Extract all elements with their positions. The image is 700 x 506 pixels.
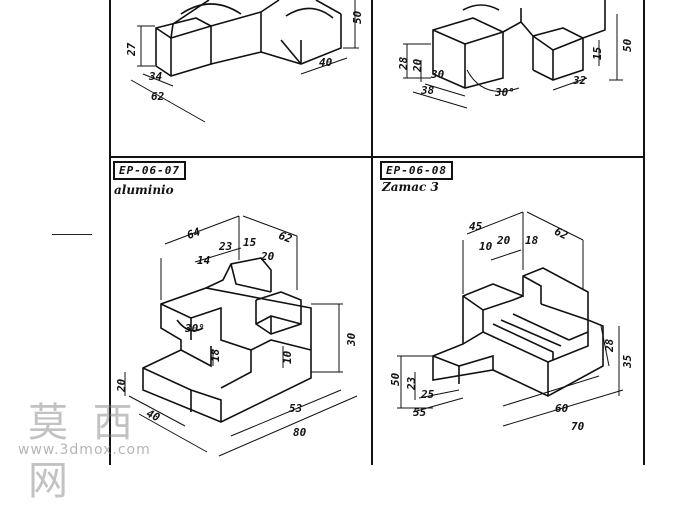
material-label: Zamac 3: [382, 180, 439, 194]
dim-label: 10: [479, 240, 493, 253]
dimension-lines-top-left: [130, 0, 359, 123]
dim-label: 28: [397, 56, 410, 71]
dim-label: 62: [277, 229, 294, 246]
dim-label: 18: [209, 348, 222, 362]
dim-label: 40: [144, 407, 162, 425]
dim-label: 60: [555, 402, 569, 415]
dim-label: 23: [405, 376, 418, 391]
dim-label: 64: [185, 225, 202, 242]
dim-label: 15: [591, 46, 604, 60]
dim-label: 20: [496, 234, 511, 247]
dim-label: 30: [345, 332, 358, 347]
dim-label: 32: [572, 74, 587, 87]
part-drawing-bottom-left: [142, 257, 312, 423]
dim-label: 15: [243, 236, 257, 249]
dim-label: 38: [420, 84, 435, 97]
dim-label: 20: [411, 58, 424, 73]
drawing-sheet: 27 34 62 50 40 28: [0, 0, 645, 504]
part-code-label: EP-06-08: [380, 161, 453, 180]
dim-label: 53: [289, 402, 303, 415]
dim-label: 50: [621, 38, 634, 52]
dim-label: 28: [603, 338, 616, 353]
watermark-url-text: www.3dmox.com: [18, 442, 151, 458]
dim-label: 50: [389, 372, 402, 386]
dim-label: 20: [115, 378, 128, 393]
material-label: aluminio: [114, 183, 174, 197]
part-drawing-top-right: [432, 0, 606, 89]
center-divider-line: [371, 0, 373, 465]
dim-label: 35: [621, 354, 634, 369]
dim-label: 23: [218, 240, 233, 253]
right-frame-line: [643, 0, 645, 465]
watermark: 莫 西 网 www.3dmox.com: [0, 390, 200, 504]
dim-label: 18: [525, 234, 539, 247]
dim-label: 20: [260, 250, 275, 263]
dimension-lines-top-right: [403, 14, 623, 109]
dim-label: 62: [151, 90, 165, 103]
dim-label: 45: [469, 220, 483, 233]
dimension-lines-bottom-left: [124, 215, 358, 457]
part-drawing-bottom-right: [432, 267, 604, 397]
part-code-label: EP-06-07: [113, 161, 186, 180]
dim-label: 80: [293, 426, 307, 439]
dim-label: 40: [319, 56, 333, 69]
panel-top-left: 27 34 62 50 40: [125, 0, 364, 123]
left-frame-line: [109, 0, 111, 465]
panel-top-right: 28 20 30 38 30° 32 15 50: [397, 0, 634, 109]
dim-label: 55: [413, 406, 427, 419]
dim-label: 30°: [494, 86, 515, 99]
dim-label: 25: [420, 388, 435, 401]
dim-label: 27: [125, 42, 138, 57]
dim-label: 10: [281, 350, 294, 364]
dim-label: 62: [552, 225, 570, 243]
dim-label: 30: [430, 68, 445, 81]
dim-label: 34: [148, 70, 163, 83]
panel-bottom-right: 45 62 10 20 18 50 23 25 55 28 35 60 70: [389, 211, 634, 433]
panel-bottom-left: 64 62 14 23 15 20 30° 18 10 30 20 40 53 …: [115, 215, 358, 457]
dimension-lines-bottom-right: [397, 211, 624, 427]
row-divider-line: [109, 156, 645, 158]
dim-label: 50: [351, 10, 364, 24]
dim-label: 30°: [184, 322, 205, 335]
margin-mark: [52, 234, 92, 235]
part-drawing-top-left: [155, 0, 342, 77]
dim-label: 14: [197, 254, 211, 267]
dim-label: 70: [571, 420, 585, 433]
